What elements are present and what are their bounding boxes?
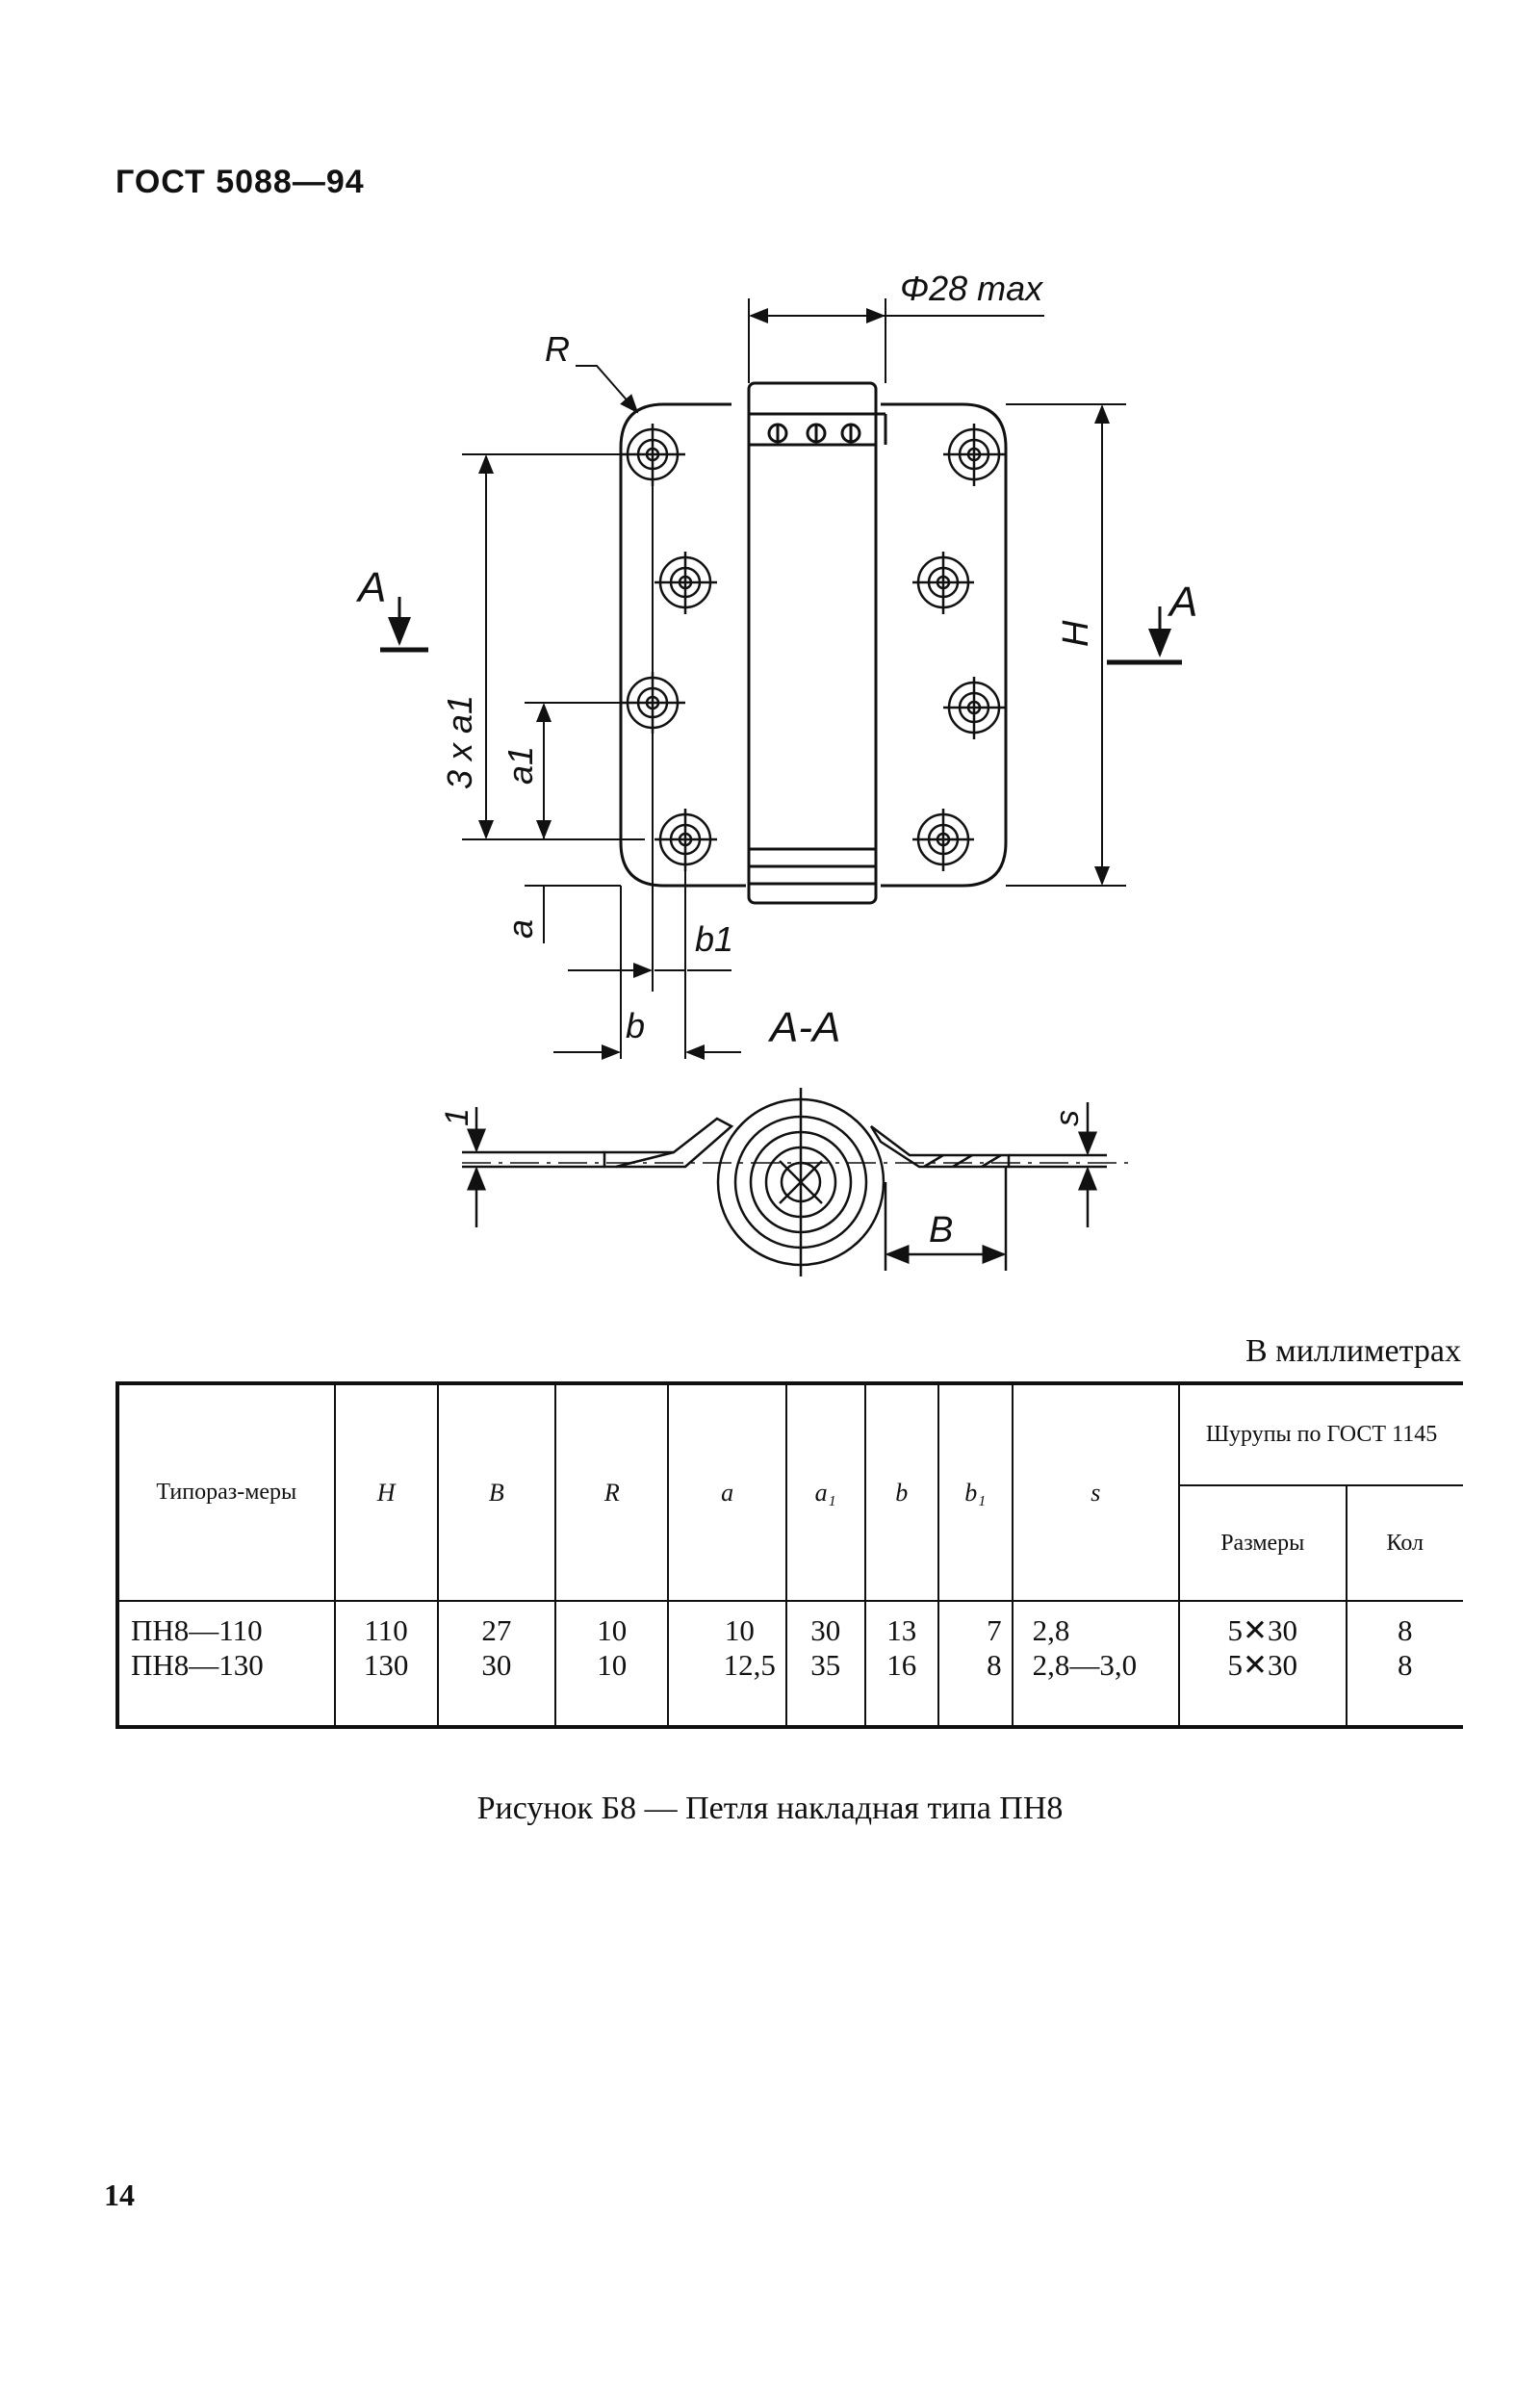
screw-hole-icon [621, 424, 685, 486]
page-number: 14 [104, 2178, 135, 2212]
screw-hole-icon [943, 677, 1006, 739]
col-header-screw-qty: Кол [1345, 1484, 1463, 1601]
cell-b: 13 [886, 1613, 917, 1647]
cell-R: 10 [597, 1648, 628, 1682]
cell-H: 130 [363, 1648, 409, 1682]
cell-B: 30 [481, 1648, 512, 1682]
col-header-B: B [436, 1381, 556, 1601]
cell-a: 12,5 [723, 1648, 776, 1682]
cell-B: 27 [481, 1613, 512, 1647]
dimension-lines [462, 298, 1126, 1060]
b-label: b [626, 1006, 645, 1045]
cell-screw-qty: 8 [1398, 1648, 1413, 1682]
cell-s: 2,8—3,0 [1032, 1648, 1138, 1682]
col-header-H: H [333, 1381, 438, 1601]
section-markers [380, 597, 1182, 665]
document-code: ГОСТ 5088—94 [116, 164, 365, 200]
units-note: В миллиметрах [1245, 1333, 1461, 1369]
height-label: H [1056, 620, 1096, 647]
col-header-b: b [863, 1381, 939, 1601]
screw-hole-icon [943, 424, 1006, 486]
cell-R: 10 [597, 1613, 628, 1647]
cell-b1: 7 [987, 1613, 1002, 1647]
cell-s: 2,8 [1032, 1613, 1070, 1647]
thickness-1-label: 1 [439, 1108, 475, 1126]
section-view [462, 1088, 1136, 1276]
figure-caption: Рисунок Б8 — Петля накладная типа ПН8 [476, 1791, 1064, 1826]
col-header-type: Типораз-меры [116, 1381, 335, 1601]
col-header-a: a [667, 1381, 786, 1601]
screw-hole-icon [912, 809, 974, 871]
col-header-b1: b₁ [937, 1381, 1013, 1601]
cell-screw-size: 5✕30 [1227, 1613, 1297, 1647]
dimensions-table: Типораз-меры H B R a a₁ b b₁ s Шурупы по… [116, 1381, 1463, 1729]
diameter-label: Φ28 max [900, 269, 1044, 308]
cell-H: 110 [364, 1613, 408, 1647]
cell-screw-qty: 8 [1398, 1613, 1413, 1647]
cell-b1: 8 [987, 1648, 1002, 1682]
cell-a1: 30 [810, 1613, 841, 1647]
b1-label: b1 [695, 919, 733, 959]
screw-hole-icon [654, 552, 717, 614]
a-label: a [500, 919, 540, 939]
s-label: s [1049, 1110, 1086, 1126]
cell-b: 16 [886, 1648, 917, 1682]
a1-label: a1 [500, 746, 540, 785]
col-header-screws: Шурупы по ГОСТ 1145 [1178, 1381, 1463, 1485]
col-header-R: R [554, 1381, 669, 1601]
three-a1-label: 3 x a1 [440, 695, 479, 789]
section-mark-right: A [1167, 579, 1197, 626]
B-label: B [929, 1210, 953, 1250]
screw-hole-icon [912, 552, 974, 614]
hinge-plan-view [619, 381, 1008, 905]
cell-a1: 35 [810, 1648, 841, 1682]
cell-a: 10 [724, 1613, 755, 1647]
section-title: A-A [767, 1004, 840, 1051]
hinge-technical-drawing: Φ28 max R A A H 3 x a1 a1 a b1 b A-A 1 s… [355, 269, 1197, 1276]
col-header-a1: a₁ [784, 1381, 865, 1601]
cell-type: ПН8—110 [131, 1613, 263, 1647]
col-header-s: s [1011, 1381, 1180, 1601]
section-mark-left: A [355, 564, 386, 611]
cell-type: ПН8—130 [131, 1648, 264, 1682]
cell-screw-size: 5✕30 [1227, 1648, 1297, 1682]
col-header-screw-size: Размеры [1178, 1484, 1347, 1601]
screw-hole-icon [654, 809, 717, 871]
screw-holes [621, 424, 1006, 871]
radius-label: R [545, 329, 570, 369]
